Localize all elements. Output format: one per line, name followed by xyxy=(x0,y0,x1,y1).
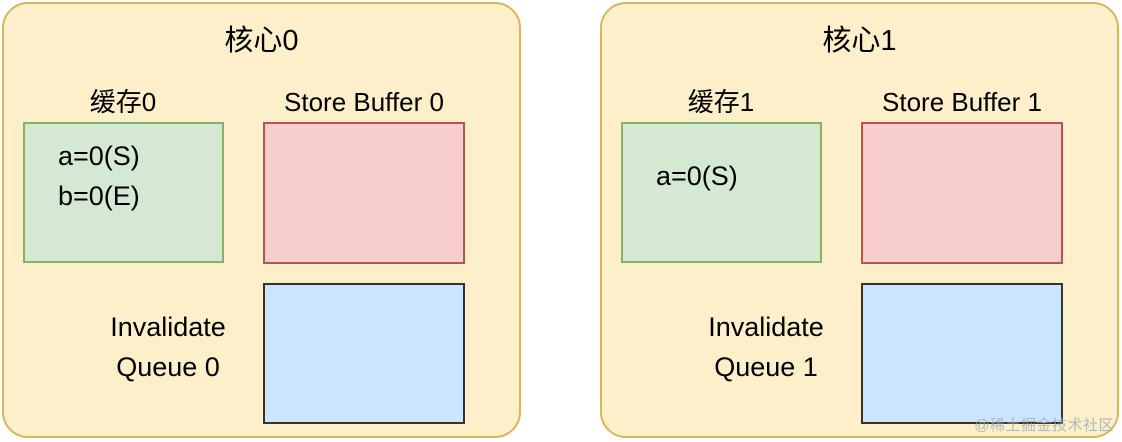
cache-entry: b=0(E) xyxy=(58,181,140,211)
invalidate-queue-label-line: Queue 1 xyxy=(714,352,818,382)
cache-entries-1: a=0(S) xyxy=(656,156,738,196)
invalidate-queue-label-line: Invalidate xyxy=(708,312,824,342)
core-panel-0: 核心0 缓存0 Store Buffer 0 a=0(S) b=0(E) Inv… xyxy=(2,2,521,438)
cache-box-1: a=0(S) xyxy=(621,122,822,263)
cache-entry: a=0(S) xyxy=(58,141,140,171)
store-buffer-box-1 xyxy=(861,122,1063,264)
invalidate-queue-label-line: Invalidate xyxy=(110,312,226,342)
invalidate-queue-label-0: Invalidate Queue 0 xyxy=(72,307,264,387)
cache-entry: a=0(S) xyxy=(656,161,738,191)
invalidate-queue-box-1 xyxy=(861,283,1063,424)
store-buffer-box-0 xyxy=(263,122,465,264)
invalidate-queue-box-0 xyxy=(263,283,465,424)
core-title-0: 核心0 xyxy=(224,25,299,57)
invalidate-queue-label-line: Queue 0 xyxy=(116,352,220,382)
watermark: @稀土掘金技术社区 xyxy=(974,417,1114,434)
store-buffer-label-0: Store Buffer 0 xyxy=(284,87,444,117)
store-buffer-label-1: Store Buffer 1 xyxy=(882,87,1042,117)
cache-label-0: 缓存0 xyxy=(89,87,157,117)
cache-entries-0: a=0(S) b=0(E) xyxy=(58,136,140,216)
core-title-1: 核心1 xyxy=(822,25,897,57)
cache-box-0: a=0(S) b=0(E) xyxy=(23,122,224,263)
invalidate-queue-label-1: Invalidate Queue 1 xyxy=(670,307,862,387)
core-panel-1: 核心1 缓存1 Store Buffer 1 a=0(S) Invalidate… xyxy=(600,2,1119,438)
cache-label-1: 缓存1 xyxy=(687,87,755,117)
